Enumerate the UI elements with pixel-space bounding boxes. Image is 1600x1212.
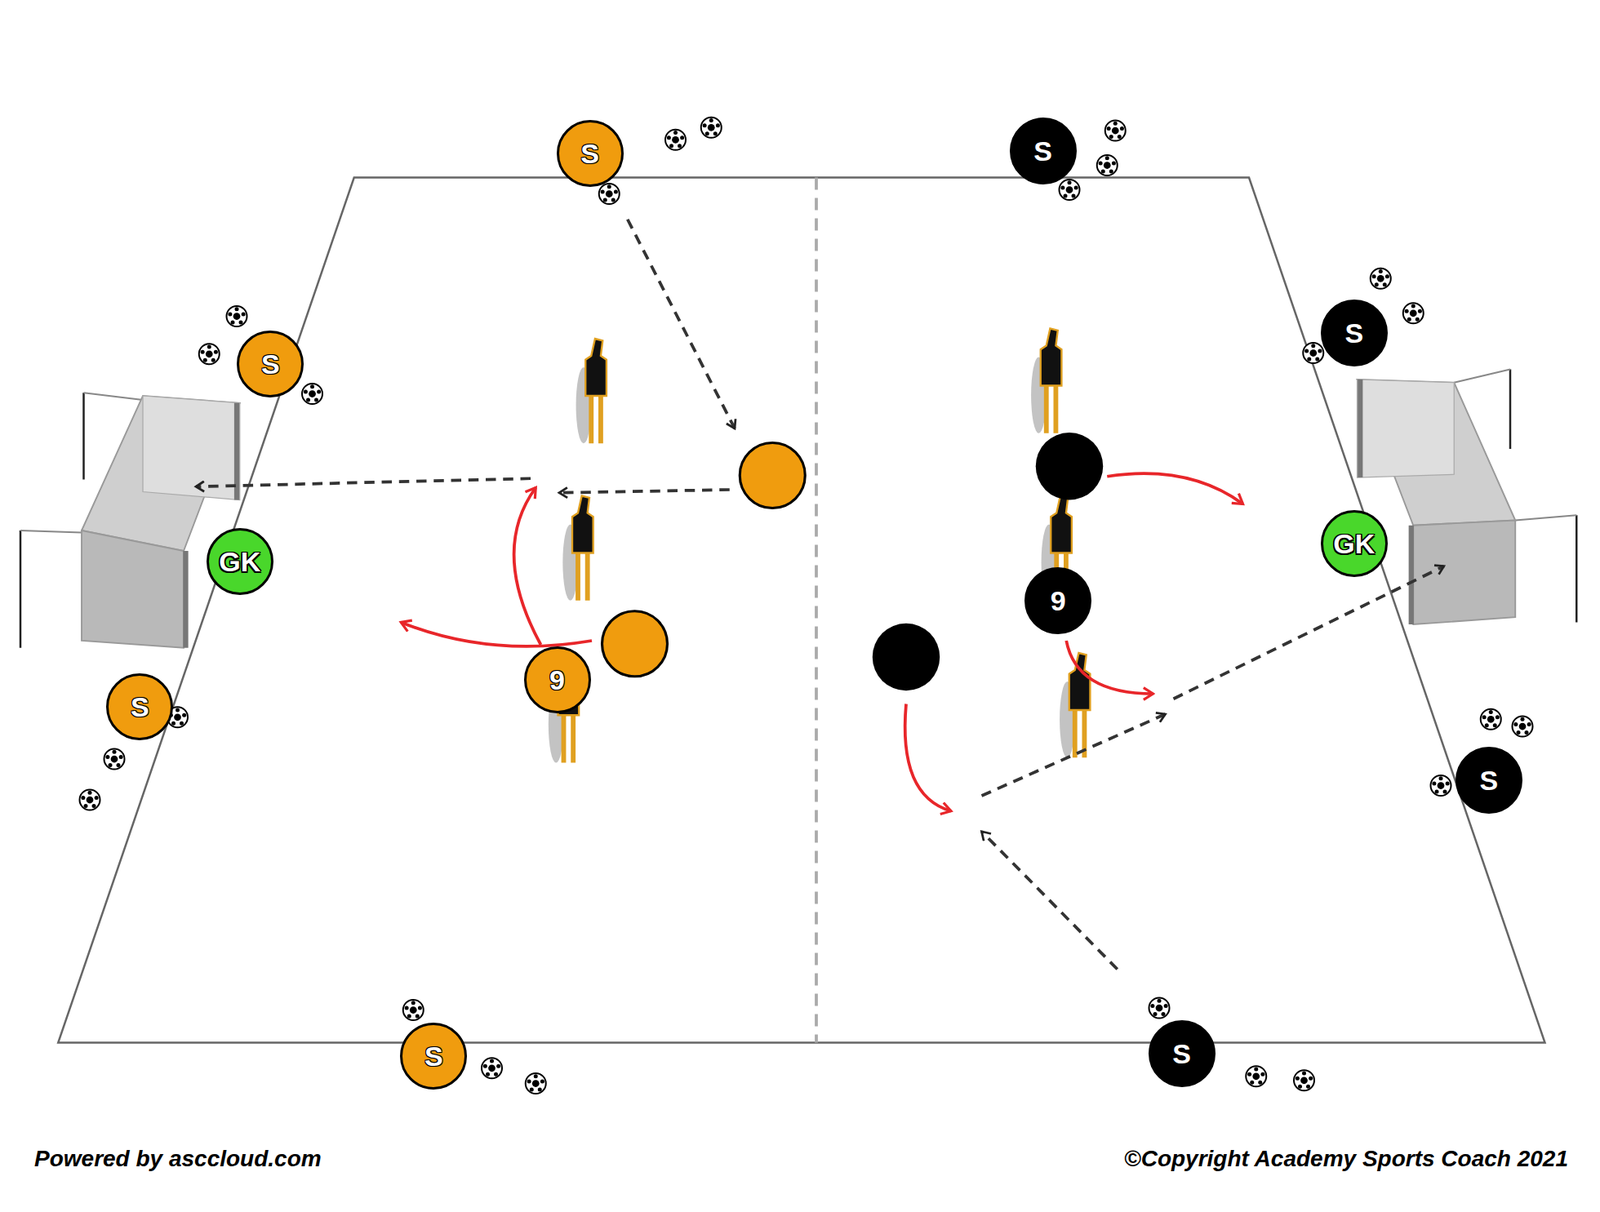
ball (1512, 716, 1534, 738)
player-label: S (130, 693, 150, 721)
footer-text: Powered by asccloud.com (34, 1146, 322, 1173)
goalkeeper-marker: GK (206, 528, 274, 596)
mannequin (1031, 328, 1062, 434)
mannequin (576, 338, 607, 444)
role-label: GK (1333, 529, 1375, 558)
player-marker: S (1455, 746, 1523, 814)
ball (599, 183, 620, 205)
ball (226, 306, 248, 327)
pass-arrow (982, 714, 1166, 796)
player-label: S (580, 139, 600, 168)
player-marker: 9 (524, 646, 592, 714)
player-marker: S (236, 330, 304, 398)
ball (1245, 1066, 1267, 1087)
player-marker: S (1148, 1020, 1216, 1088)
ball (1097, 155, 1118, 176)
player-label: 9 (1050, 586, 1067, 615)
player-marker: 9 (1024, 567, 1092, 635)
pass-arrow (559, 489, 730, 494)
ball (665, 129, 686, 151)
halfway-line (814, 177, 818, 1044)
run-arrow (1066, 640, 1153, 694)
run-arrow (514, 488, 542, 646)
ball (1059, 179, 1080, 200)
pitch-outline (57, 177, 1545, 1044)
ball (199, 343, 220, 365)
goal (20, 392, 240, 649)
goal (1357, 369, 1578, 626)
pass-arrow (982, 831, 1118, 970)
run-arrow (400, 622, 592, 647)
ball (403, 1000, 424, 1021)
ball (525, 1073, 547, 1094)
player (602, 611, 668, 677)
player-marker: S (400, 1022, 467, 1090)
player-label: 9 (549, 666, 565, 694)
player (739, 443, 805, 509)
ball (1149, 998, 1170, 1019)
player-marker: S (1009, 117, 1077, 185)
ball (1403, 302, 1424, 324)
footer-text: ©Copyright Academy Sports Coach 2021 (1124, 1146, 1569, 1173)
ball (1302, 342, 1324, 364)
player (872, 623, 941, 692)
player-marker: S (106, 673, 174, 741)
ball (701, 117, 722, 138)
pass-arrow (627, 219, 735, 429)
shot-arrow (1173, 566, 1445, 700)
player-label: S (261, 350, 280, 378)
ball (80, 790, 101, 811)
mannequin (1059, 653, 1090, 758)
role-label: GK (218, 547, 261, 576)
player-label: S (1033, 137, 1053, 165)
player-label: S (1172, 1040, 1192, 1068)
shot-arrow (195, 478, 531, 487)
run-arrow (1106, 473, 1243, 504)
player-marker: S (1320, 299, 1388, 367)
ball (481, 1057, 503, 1079)
player-marker: S (556, 120, 624, 187)
ball (1480, 709, 1502, 730)
goalkeeper-marker: GK (1320, 510, 1388, 578)
ball (1370, 268, 1392, 289)
player-label: S (1479, 766, 1498, 795)
player (1035, 432, 1104, 501)
ball (104, 749, 125, 770)
ball (1105, 120, 1126, 142)
player-label: S (1344, 319, 1364, 347)
ball (1431, 775, 1452, 796)
mannequin (562, 496, 593, 601)
run-arrow (905, 704, 952, 812)
player-label: S (424, 1042, 444, 1071)
ball (1293, 1070, 1315, 1091)
ball (302, 383, 323, 405)
